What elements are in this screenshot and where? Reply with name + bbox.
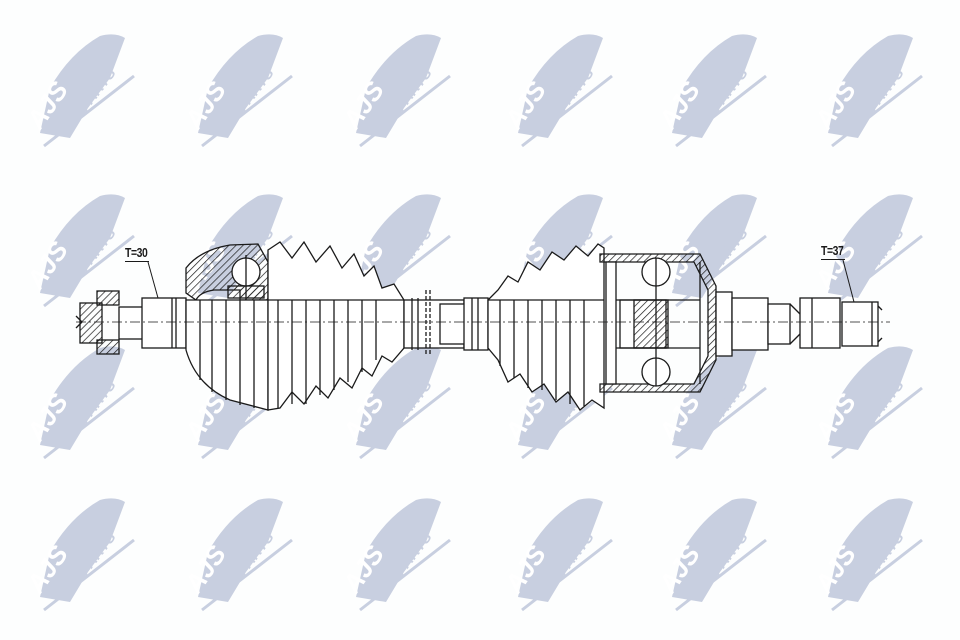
left-torque-leader <box>147 261 159 299</box>
right-torque-leader <box>842 259 855 303</box>
outer-cv-joint <box>185 243 269 411</box>
intermediate-shaft <box>403 290 489 356</box>
right-stub-shaft <box>715 291 883 357</box>
left-nut <box>75 290 120 355</box>
inner-tripod-joint <box>599 253 717 393</box>
left-stub-shaft <box>118 297 187 349</box>
inner-boot <box>487 243 605 411</box>
left-torque-label: T=30 <box>125 245 149 262</box>
outer-boot <box>267 240 405 411</box>
right-torque-label: T=37 <box>821 243 845 260</box>
